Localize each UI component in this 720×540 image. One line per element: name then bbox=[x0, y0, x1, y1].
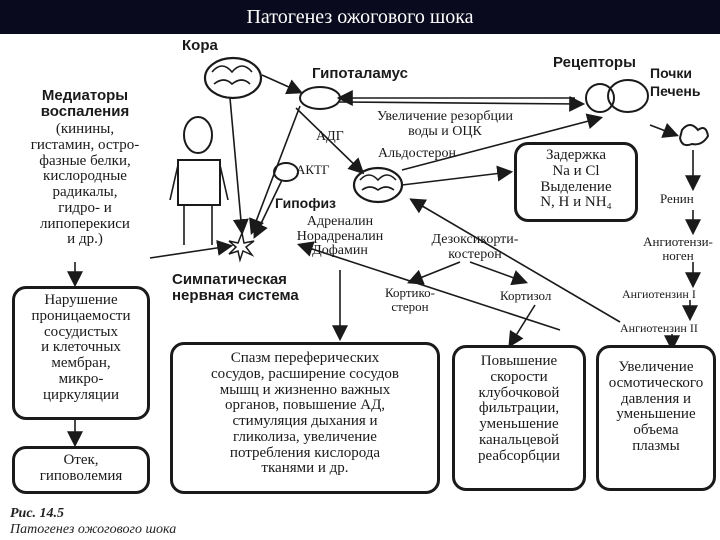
label-pituitary: Гипофиз bbox=[275, 195, 337, 211]
box-edema: Отек,гиповолемия bbox=[12, 446, 150, 494]
gland-icon bbox=[273, 162, 299, 182]
label-renin: Ренин bbox=[660, 191, 694, 206]
label-angiotensin-2: Ангиотензин II bbox=[620, 321, 698, 335]
slide-title-bar: Патогенез ожогового шока bbox=[0, 0, 720, 34]
mediators-list: (кинины,гистамин, остро- фазные белки,ки… bbox=[30, 121, 140, 248]
label-kidneys: Почки bbox=[650, 65, 693, 81]
label-cortex: Кора bbox=[182, 37, 218, 54]
label-angiotensin-1: Ангиотензин I bbox=[622, 287, 696, 301]
figure-number: Рис. 14.5 bbox=[10, 506, 65, 521]
kidney-icon bbox=[585, 83, 615, 113]
renal-icon bbox=[678, 124, 710, 147]
cortex-brain-icon bbox=[203, 56, 263, 100]
label-aktg: АКТГ bbox=[296, 162, 330, 177]
label-cortisol: Кортизол bbox=[500, 288, 552, 303]
person-figure-icon bbox=[169, 116, 229, 245]
pituitary-brain-icon bbox=[352, 166, 404, 204]
label-angiotensinogen: Ангиотензи-ноген bbox=[643, 234, 713, 263]
label-receptors: Рецепторы bbox=[553, 54, 636, 71]
label-hypothalamus: Гипоталамус bbox=[312, 65, 408, 82]
label-liver: Печень bbox=[650, 83, 701, 99]
liver-icon bbox=[607, 79, 649, 113]
label-aldosterone: Альдостерон bbox=[378, 146, 456, 161]
hypothalamus-icon bbox=[299, 86, 341, 110]
burst-icon bbox=[228, 230, 255, 263]
label-adg: АДГ bbox=[316, 129, 344, 144]
slide-title: Патогенез ожогового шока bbox=[246, 6, 474, 28]
label-deoxycorticosterone: Дезоксикорти-костерон bbox=[431, 232, 519, 262]
label-corticosterone: Кортико-стерон bbox=[385, 285, 435, 314]
figure-caption: Патогенез ожогового шока bbox=[10, 522, 177, 537]
